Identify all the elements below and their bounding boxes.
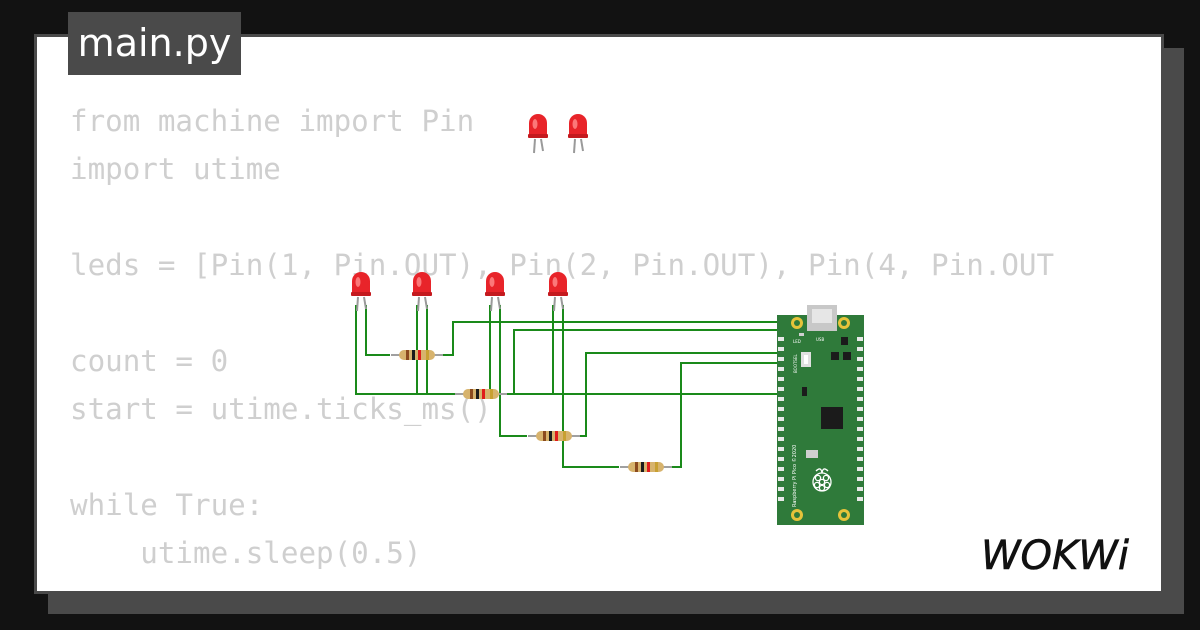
usb-label: USB xyxy=(816,337,824,342)
code-line: from machine import Pin xyxy=(70,104,475,138)
wires xyxy=(355,305,785,468)
resistor[interactable] xyxy=(527,430,581,442)
code-editor: from machine import Pin import utime led… xyxy=(70,97,1054,577)
bootsel-label: BOOTSEL xyxy=(793,354,798,373)
board-label: Raspberry Pi Pico ©2020 xyxy=(791,445,798,507)
red-led[interactable] xyxy=(547,271,569,312)
resistor[interactable] xyxy=(619,461,673,473)
resistor[interactable] xyxy=(390,349,444,361)
red-led[interactable] xyxy=(527,113,549,154)
logo-text: WOKWi xyxy=(981,533,1129,579)
file-tab[interactable]: main.py xyxy=(68,12,241,75)
rp2040-chip xyxy=(821,407,843,429)
red-led[interactable] xyxy=(350,271,372,312)
code-line: utime.sleep(0.5) xyxy=(70,536,422,570)
red-led[interactable] xyxy=(411,271,433,312)
red-led[interactable] xyxy=(484,271,506,312)
led-label: LED xyxy=(793,339,801,344)
wokwi-logo[interactable]: WOKWi xyxy=(979,527,1154,582)
code-line: count = 0 xyxy=(70,344,229,378)
pin-headers xyxy=(778,337,863,501)
project-preview-card[interactable]: from machine import Pin import utime led… xyxy=(34,34,1164,594)
code-line: import utime xyxy=(70,152,281,186)
circuit-diagram[interactable]: LED USB BOOTSEL Raspberry Pi Pico ©2020 xyxy=(37,37,1164,594)
raspberry-pi-pico-board[interactable]: LED USB BOOTSEL Raspberry Pi Pico ©2020 xyxy=(777,305,864,525)
raspberry-logo xyxy=(812,468,832,492)
red-led[interactable] xyxy=(567,113,589,154)
code-line: start = utime.ticks_ms() xyxy=(70,392,492,426)
code-line: leds = [Pin(1, Pin.OUT), Pin(2, Pin.OUT)… xyxy=(70,248,1055,282)
code-line: while True: xyxy=(70,488,264,522)
